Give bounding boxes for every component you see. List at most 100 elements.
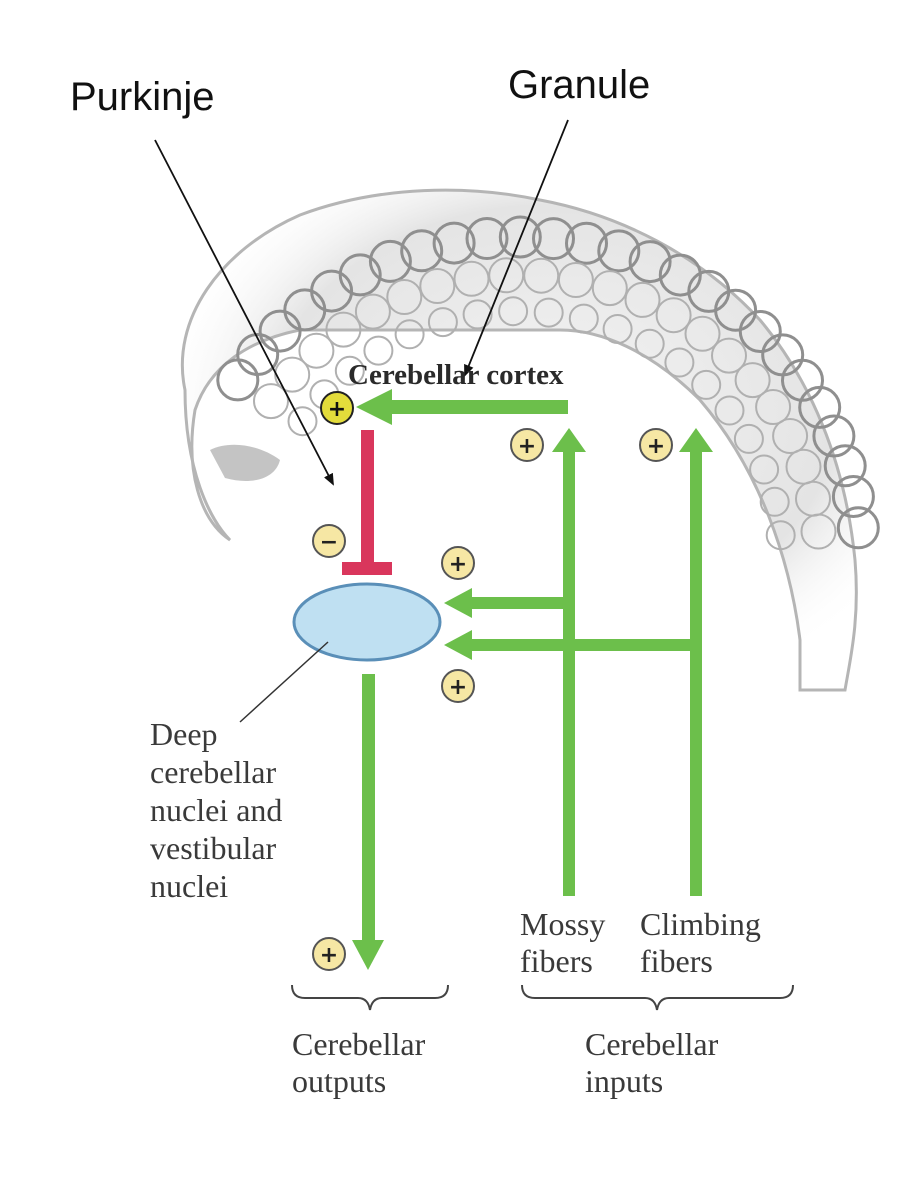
sign-badges: + + + − + + + [312, 391, 673, 971]
cerebellar-outputs-line: outputs [292, 1063, 386, 1099]
excitatory-pathways [352, 389, 713, 970]
climbing-branch-arrowhead [444, 630, 472, 660]
folium [216, 358, 260, 402]
folium [258, 309, 302, 353]
folium [274, 356, 311, 393]
mossy-fibers-line: fibers [520, 943, 593, 979]
minus-badge-purkinje: − [312, 524, 346, 558]
folium [655, 297, 692, 334]
deep-nuclei-line: cerebellar [150, 754, 276, 790]
cortex-pathway-arrowhead [356, 389, 392, 425]
folium [711, 337, 747, 374]
folium [812, 414, 856, 458]
cerebellum-illustration [180, 188, 880, 692]
deep-nuclei-line: Deep [150, 716, 218, 752]
folium [624, 281, 661, 318]
folium [298, 332, 335, 369]
climbing-fibers-label: Climbing fibers [640, 906, 761, 979]
folium [419, 268, 456, 304]
deep-nuclei-line: nuclei [150, 868, 228, 904]
mossy-fibers-label: Mossy fibers [520, 906, 605, 979]
folium [749, 454, 780, 485]
plus-badge-purkinje: + [320, 391, 354, 425]
climbing-branch-shaft [470, 639, 702, 651]
climbing-fibers-line: fibers [640, 943, 713, 979]
cerebellar-inputs-label: Cerebellar inputs [585, 1026, 719, 1099]
purkinje-pointer [154, 139, 334, 486]
inputs-brace [521, 984, 794, 1011]
deep-nuclei-line: vestibular [150, 830, 277, 866]
cerebellar-inputs-line: Cerebellar [585, 1026, 719, 1062]
folium [800, 513, 837, 550]
white-matter-gap [210, 444, 280, 481]
plus-badge-mossy-nucleus: + [441, 546, 475, 580]
braces [291, 984, 794, 1011]
folium [427, 307, 458, 338]
folium [498, 296, 529, 327]
purkinje-inhibitory-shaft [361, 430, 374, 565]
folium [714, 288, 758, 332]
folium [836, 506, 880, 550]
cortex-pathway-shaft [390, 400, 568, 414]
plus-badge-climbing-top: + [639, 428, 673, 462]
folium [287, 406, 318, 437]
pointer-lines [154, 119, 569, 723]
folium [634, 328, 665, 359]
folium [532, 217, 575, 261]
purkinje-inhibitory-bar [342, 562, 392, 575]
plus-badge-climbing-nucleus: + [441, 669, 475, 703]
folium [798, 385, 842, 429]
folium [462, 299, 493, 330]
plus-sign: + [449, 552, 467, 577]
folium [432, 221, 476, 265]
folium [253, 383, 289, 420]
climbing-fiber-arrowhead [679, 428, 713, 452]
folium [386, 279, 423, 315]
folium [236, 333, 280, 376]
folium [738, 310, 782, 353]
folium [714, 395, 745, 426]
folium [453, 260, 490, 297]
folium [602, 314, 633, 344]
folium [557, 262, 594, 298]
folium [565, 221, 608, 265]
folium [772, 418, 809, 454]
folium [591, 270, 628, 307]
folium [325, 311, 362, 348]
plus-sign: + [328, 397, 346, 422]
folium [488, 257, 525, 294]
mossy-branch-shaft [470, 597, 569, 609]
mossy-fibers-line: Mossy [520, 906, 605, 942]
folium [334, 355, 365, 386]
folium [765, 520, 796, 551]
climbing-fiber-shaft [690, 448, 702, 896]
minus-sign: − [320, 530, 338, 555]
folium [498, 215, 542, 259]
inhibitory-pathway [342, 430, 392, 575]
folium [823, 444, 867, 488]
folium [831, 475, 875, 518]
folium [394, 319, 425, 350]
folium [628, 240, 672, 284]
deep-nucleus-ellipse [292, 582, 442, 662]
folium [684, 315, 721, 352]
purkinje-label: Purkinje [70, 75, 215, 119]
plus-sign: + [449, 675, 467, 700]
cerebellar-cortex-label: Cerebellar cortex [348, 359, 564, 391]
folium [734, 362, 771, 399]
cerebellar-inputs-line: inputs [585, 1063, 663, 1099]
cerebellar-outputs-label: Cerebellar outputs [292, 1026, 426, 1099]
climbing-fibers-line: Climbing [640, 906, 761, 942]
folium [338, 253, 382, 297]
plus-sign: + [647, 434, 665, 459]
folium [363, 335, 394, 366]
plus-sign: + [320, 943, 338, 968]
mossy-fiber-arrowhead [552, 428, 586, 452]
folium [310, 269, 354, 313]
folium [523, 257, 560, 294]
folium [664, 347, 695, 378]
folium [354, 293, 391, 330]
mossy-branch-arrowhead [444, 588, 472, 618]
plus-sign: + [518, 434, 536, 459]
